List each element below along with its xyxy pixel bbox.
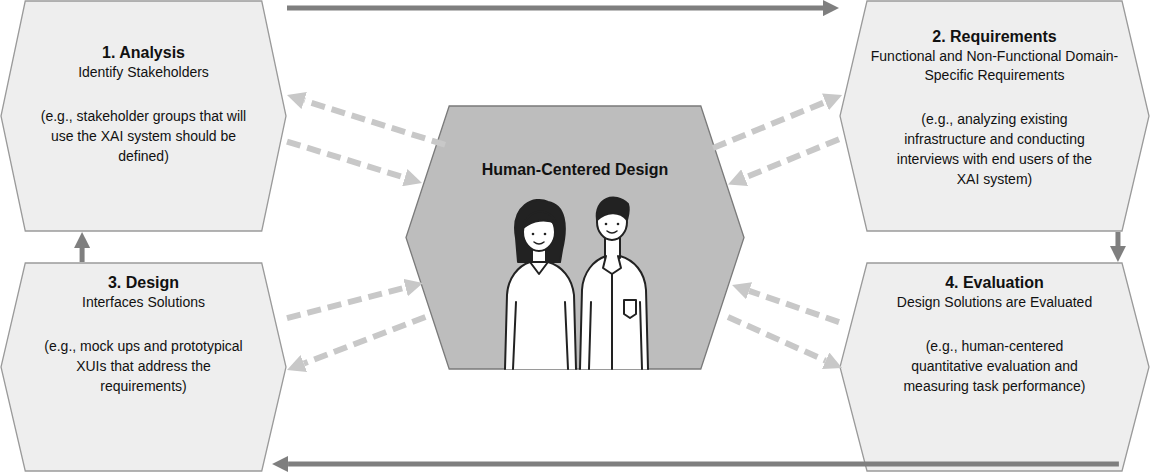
process-arrow <box>288 462 1119 467</box>
hair <box>597 197 629 220</box>
feedback-arrow <box>745 139 839 177</box>
process-arrow <box>1115 232 1120 246</box>
hair <box>515 200 565 262</box>
fringe <box>523 212 557 228</box>
step-title: 2. Requirements <box>932 27 1056 47</box>
eye <box>617 223 620 226</box>
step-subtitle: Identify Stakeholders <box>78 63 209 82</box>
face <box>523 213 555 251</box>
step-subtitle: Design Solutions are Evaluated <box>897 293 1092 312</box>
arms <box>513 302 568 369</box>
shirt-placket <box>611 274 613 369</box>
hexagon-shape <box>406 106 744 369</box>
feedback-arrow <box>713 102 825 148</box>
feedback-arrow <box>287 142 405 178</box>
hexagon-outline <box>405 105 745 370</box>
step-title: 3. Design <box>108 273 179 293</box>
neck <box>605 238 620 258</box>
collar <box>603 256 621 274</box>
eye <box>544 233 547 236</box>
step-description: (e.g., human-centered quantitative evalu… <box>895 336 1095 396</box>
pocket <box>624 300 636 318</box>
step-title: 4. Evaluation <box>945 273 1044 293</box>
hexagon-shape <box>1 263 286 471</box>
eye <box>605 223 608 226</box>
step-hexagon: 3. DesignInterfaces Solutions (e.g., mock… <box>0 262 287 472</box>
eye <box>532 233 535 236</box>
center-title: Human-Centered Design <box>482 160 669 180</box>
smile <box>607 231 617 233</box>
hexagon-shape <box>1 1 286 231</box>
feedback-arrow <box>304 101 445 145</box>
woman-figure <box>505 200 576 369</box>
step-hexagon: 2. RequirementsFunctional and Non-Functi… <box>839 0 1150 232</box>
step-description: (e.g., mock ups and prototypical XUIs th… <box>43 336 245 396</box>
body <box>505 262 576 369</box>
body <box>580 256 648 369</box>
collar <box>530 262 548 274</box>
smile <box>534 242 544 244</box>
feedback-arrow <box>287 288 406 319</box>
step-description: (e.g., stakeholder groups that will use … <box>36 106 251 166</box>
neck <box>532 246 546 262</box>
step-title: 1. Analysis <box>102 43 185 63</box>
face <box>597 204 627 240</box>
center-hexagon: Human-Centered Design <box>405 105 745 370</box>
feedback-arrow <box>728 317 826 361</box>
hexagon-shape <box>840 1 1149 231</box>
process-arrow <box>80 248 85 262</box>
arms <box>589 302 642 369</box>
hexagon-shape <box>840 263 1149 471</box>
feedback-arrow <box>749 291 839 322</box>
feedback-arrow <box>304 317 426 364</box>
man-figure <box>580 197 648 369</box>
process-arrow <box>287 6 823 11</box>
step-hexagon: 4. EvaluationDesign Solutions are Evalua… <box>839 262 1150 472</box>
step-subtitle: Functional and Non-Functional Domain-Spe… <box>870 47 1120 85</box>
step-description: (e.g., analyzing existing infrastructure… <box>892 109 1097 189</box>
step-subtitle: Interfaces Solutions <box>82 293 205 312</box>
step-hexagon: 1. AnalysisIdentify Stakeholders (e.g., s… <box>0 0 287 232</box>
